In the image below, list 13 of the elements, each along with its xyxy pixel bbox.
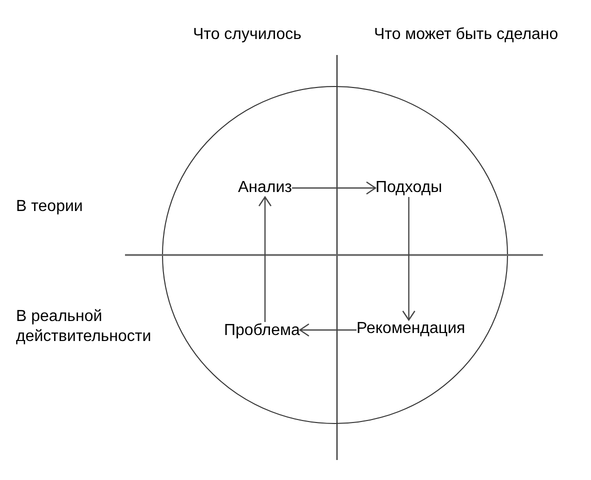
arrow	[402, 197, 416, 321]
quadrant-label: Подходы	[376, 179, 442, 197]
quadrant-label: Проблема	[224, 322, 300, 340]
quadrant-label: Анализ	[238, 179, 292, 197]
quadrant-label: Рекомендация	[356, 320, 466, 338]
arrow	[299, 323, 356, 337]
arrow	[292, 181, 376, 195]
arrow	[258, 196, 272, 322]
column-heading: Что случилось	[193, 26, 302, 44]
row-heading: В реальной действительности	[16, 307, 152, 347]
row-heading: В теории	[16, 198, 83, 216]
column-heading: Что может быть сделано	[374, 26, 558, 44]
circle-outline	[162, 86, 508, 424]
